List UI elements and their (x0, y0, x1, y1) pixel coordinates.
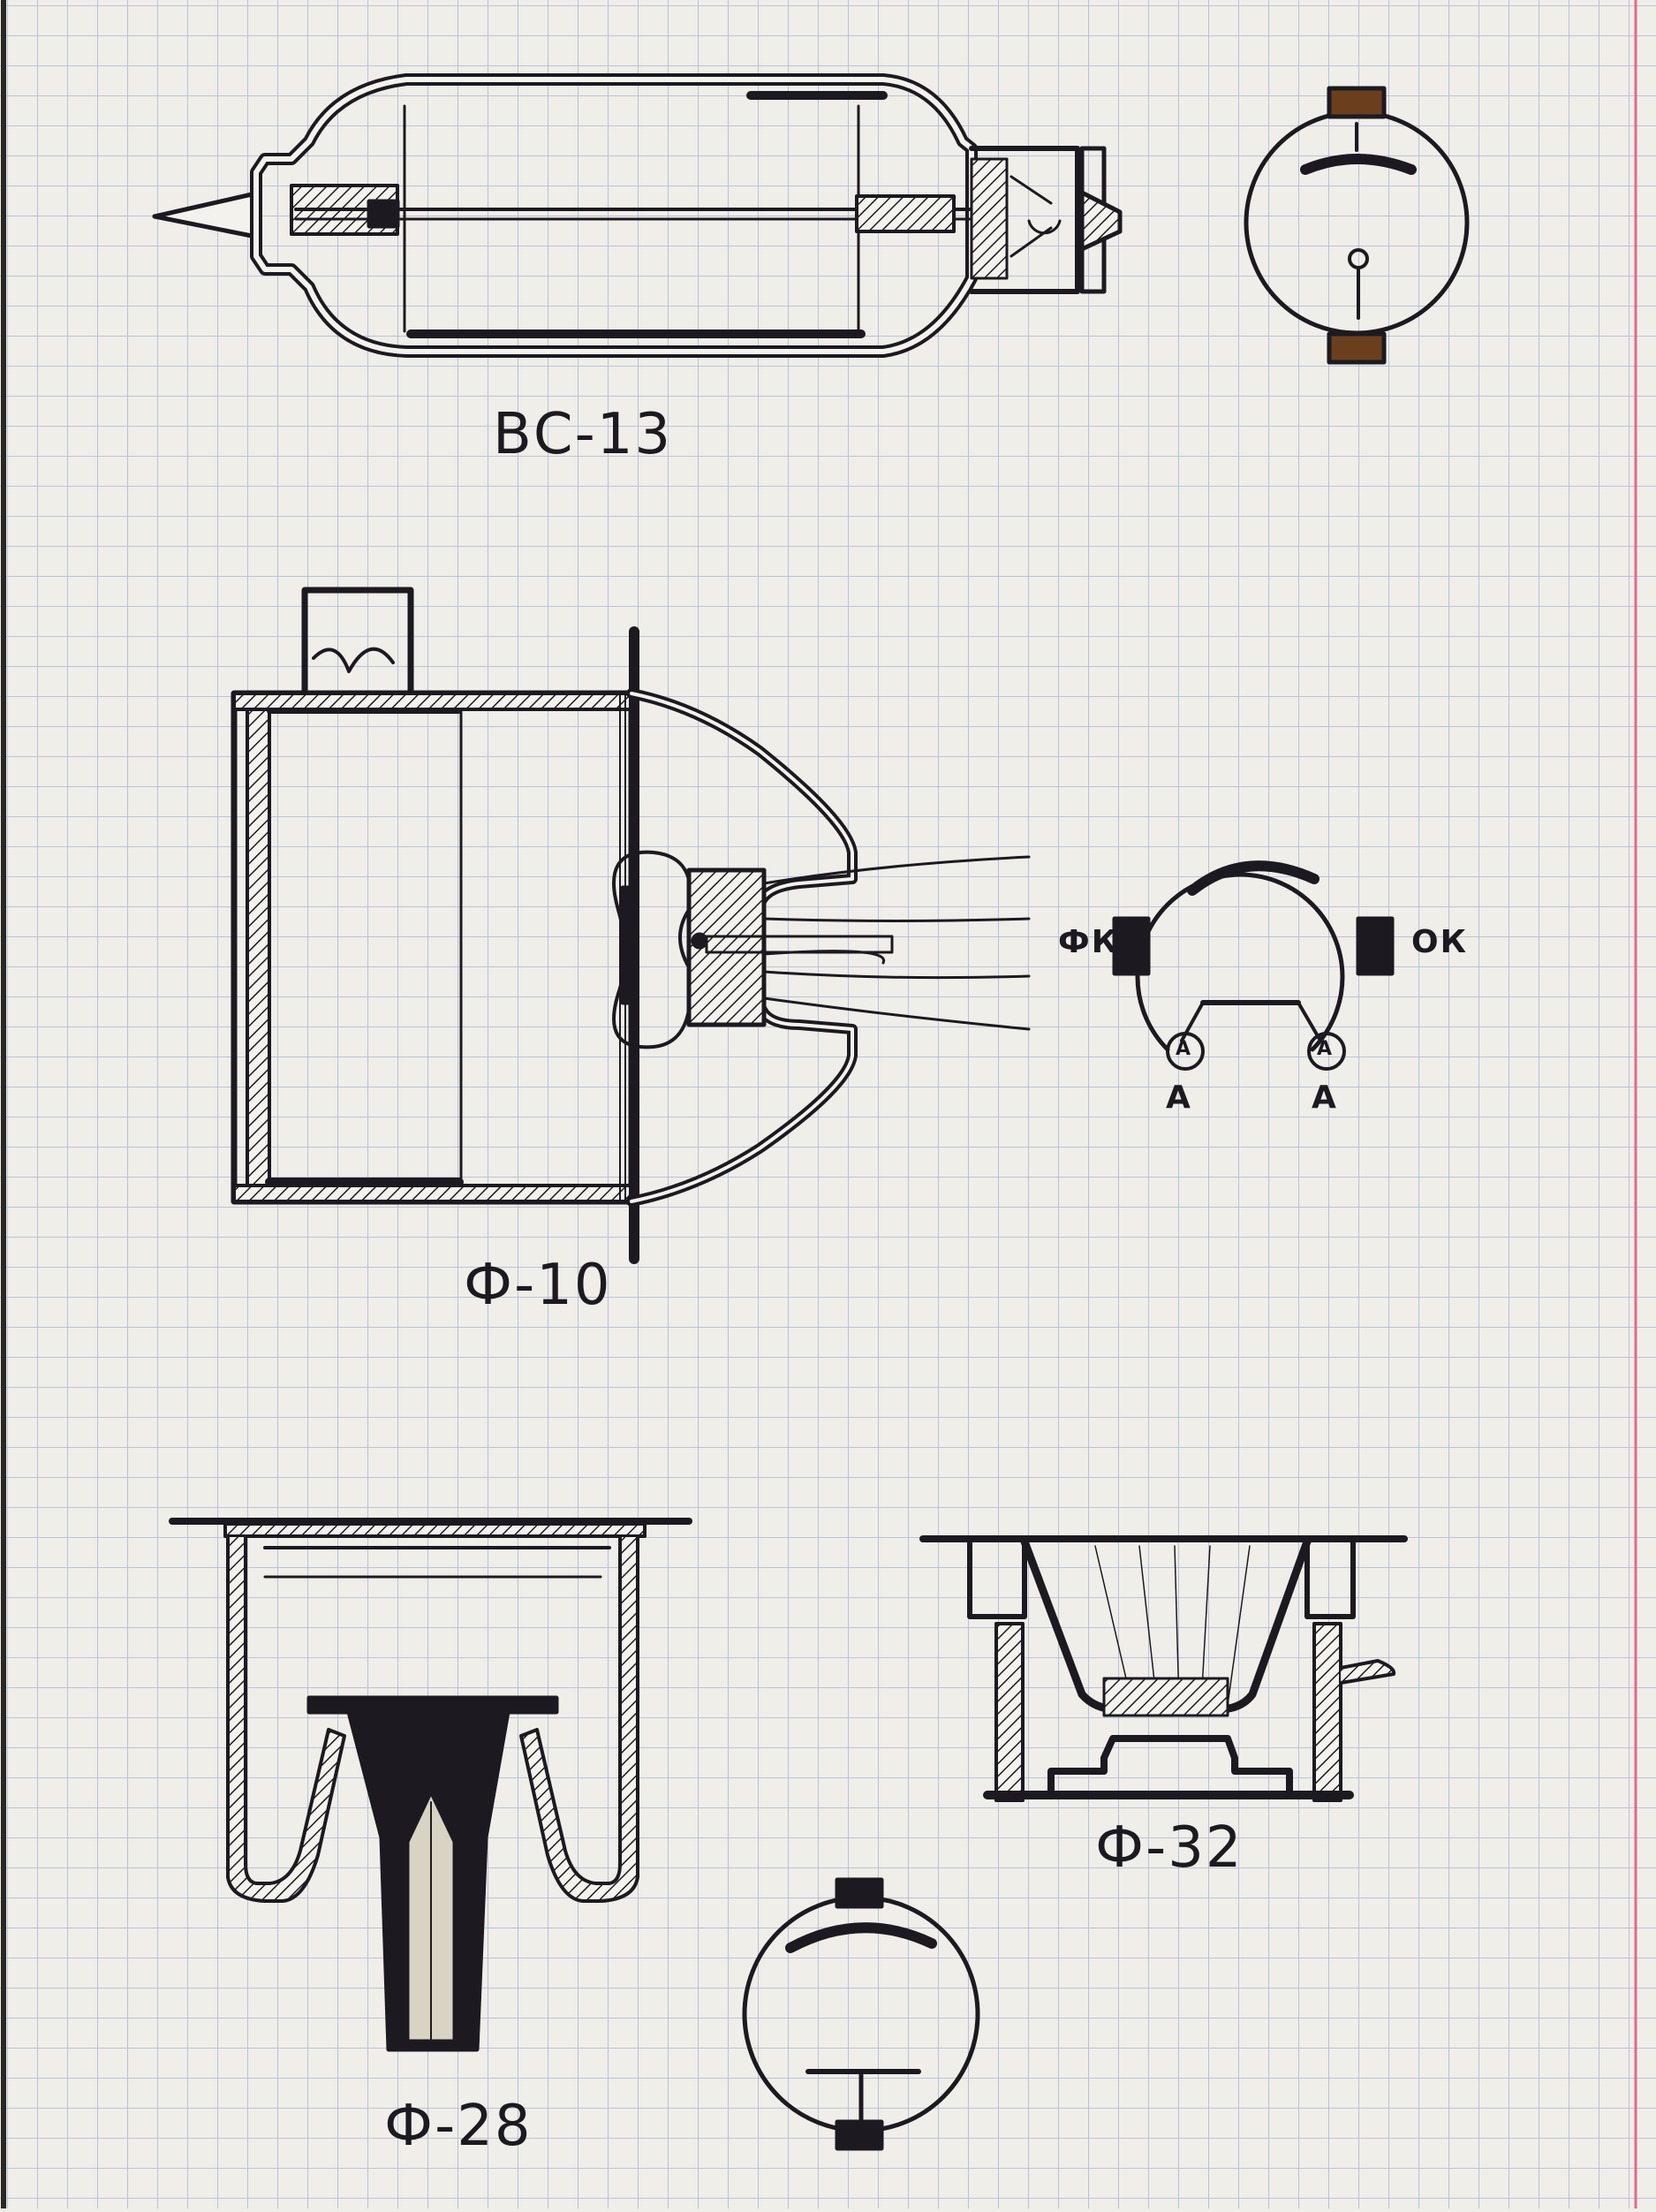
pin-label-anode-left: А (1166, 1079, 1192, 1116)
tube-f28-end-view (742, 1877, 980, 2151)
label-f32: Ф-32 (1095, 1815, 1244, 1881)
label-f28: Ф-28 (384, 2094, 533, 2159)
tube-bc13-end-view (1244, 86, 1470, 365)
tube-f10-side-view (231, 587, 1031, 1264)
pin-label-photocathode: ФК (1058, 924, 1120, 960)
tube-f32-diagram (919, 1535, 1408, 1802)
pin-label-anode-right: А (1312, 1079, 1338, 1116)
pin-circle-label-right: А (1317, 1038, 1335, 1060)
label-bc13: ВС-13 (493, 402, 673, 467)
label-f10: Ф-10 (464, 1253, 612, 1318)
tube-bc13-side-view (152, 73, 1123, 358)
tube-f10-end-view (1112, 860, 1395, 1071)
pin-label-reference-cathode: ОК (1411, 924, 1469, 960)
pin-circle-label-left: А (1176, 1038, 1193, 1060)
tube-f28-diagram (169, 1518, 692, 2052)
